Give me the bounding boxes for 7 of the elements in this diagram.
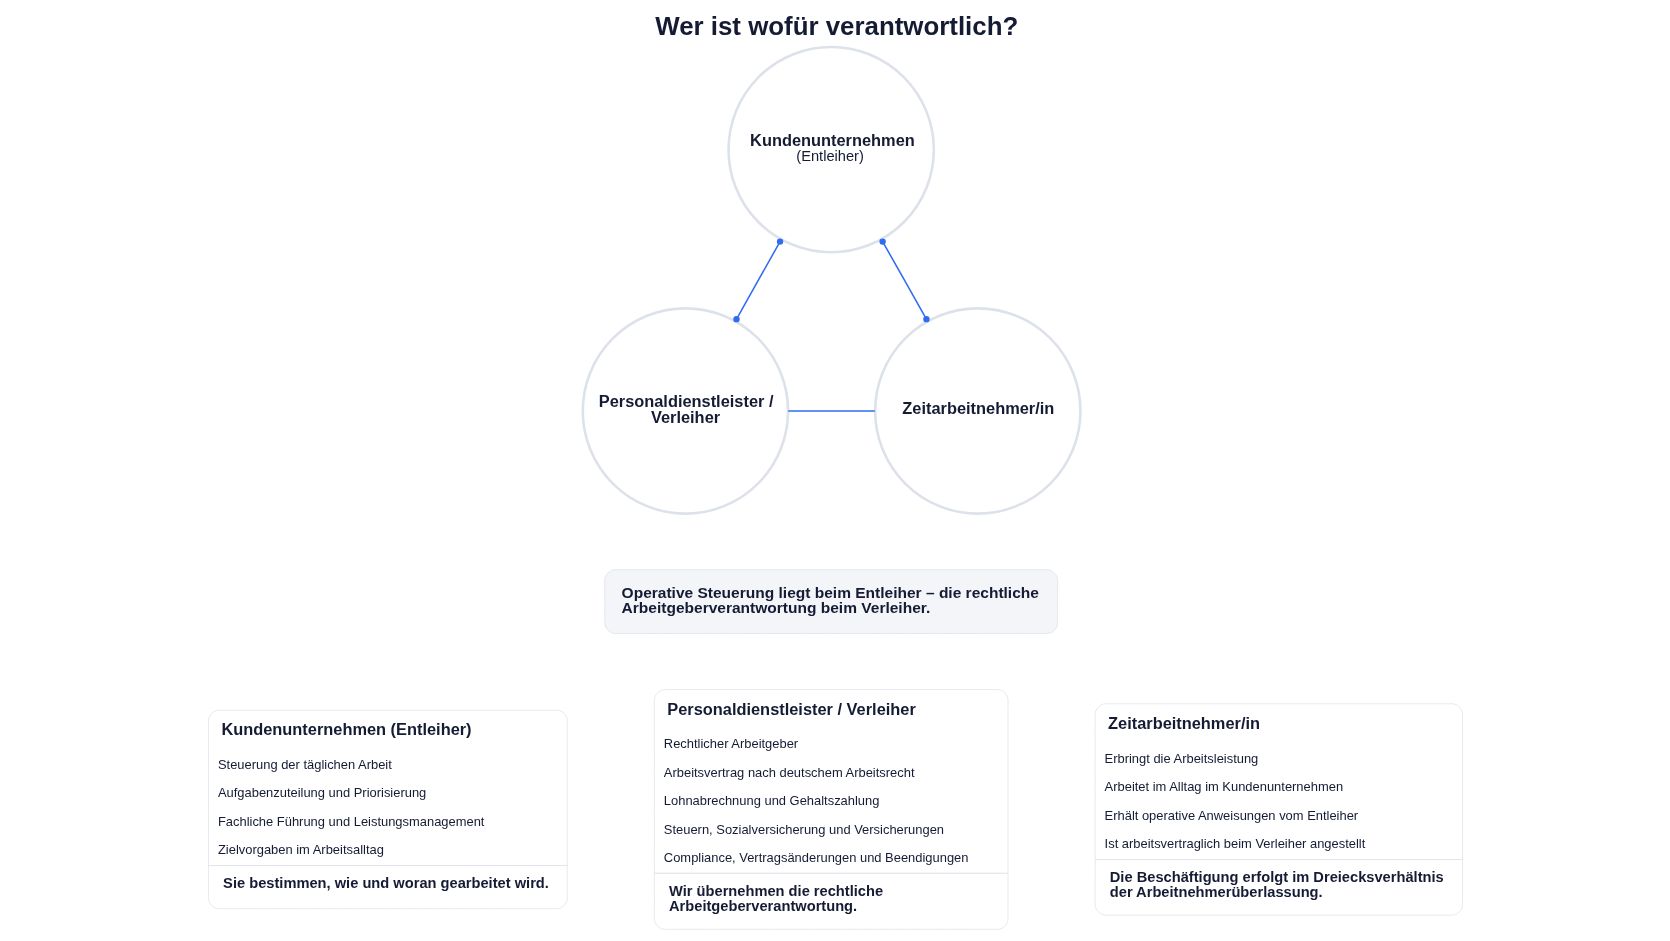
node-circle: Zeitarbeitnehmer/in (873, 307, 1082, 515)
connector (878, 238, 930, 323)
connector (732, 238, 783, 323)
diagram-title: Wer ist wofür verantwortlich? (654, 11, 1018, 40)
node-circle: Kundenunternehmen (Entleiher) (726, 45, 935, 254)
node-circle: Personaldienstleister / Verleiher (581, 307, 789, 515)
connector (786, 410, 876, 412)
